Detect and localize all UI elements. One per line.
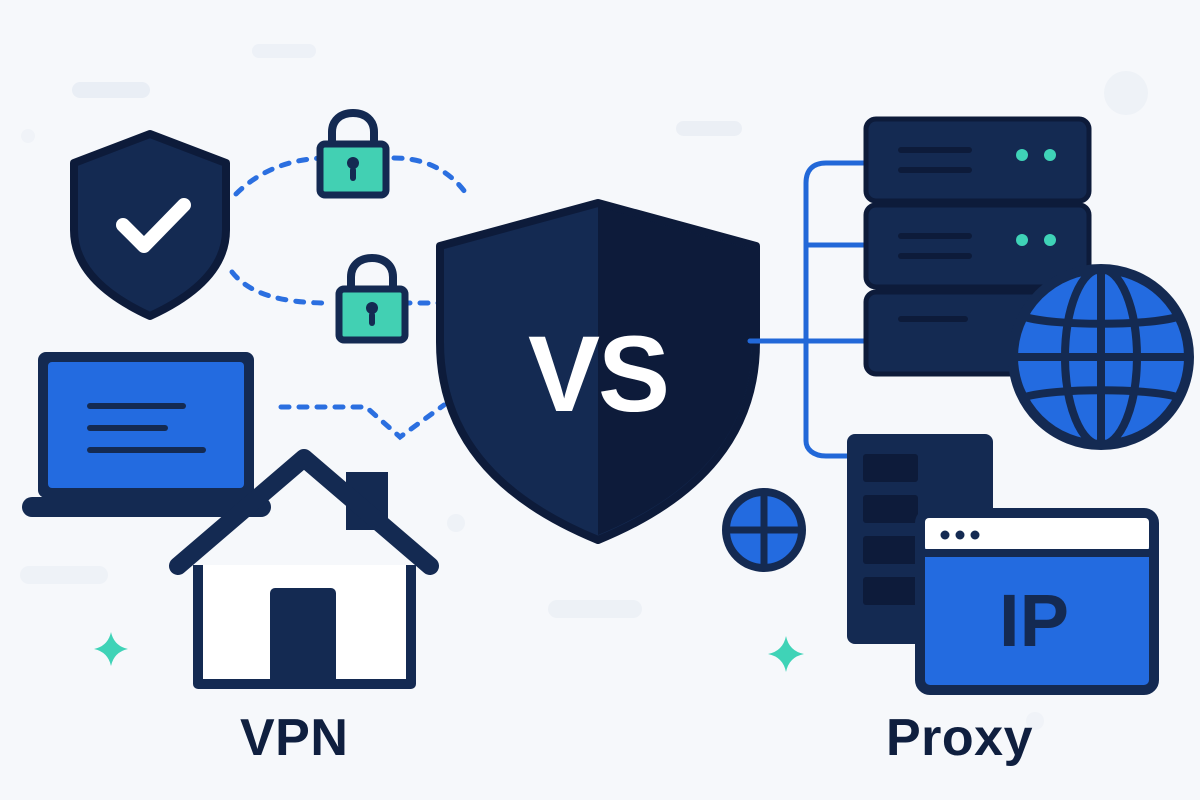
background-decor [20, 44, 1148, 730]
vpn-label: VPN [240, 709, 349, 767]
browser-window-icon [915, 508, 1159, 695]
house-icon [169, 449, 439, 689]
laptop-icon [22, 352, 271, 517]
globe-small-icon [722, 488, 806, 572]
vs-text: VS [528, 313, 668, 434]
proxy-connector-lines [747, 160, 869, 459]
globe-icon [1008, 264, 1194, 450]
shield-check-icon [70, 130, 230, 320]
padlock-icon-secondary [335, 253, 409, 344]
ip-text: IP [999, 579, 1069, 662]
padlock-icon [316, 108, 390, 199]
proxy-label: Proxy [886, 709, 1034, 767]
vs-shield-icon [436, 199, 760, 544]
sparkle-icon [94, 632, 804, 672]
